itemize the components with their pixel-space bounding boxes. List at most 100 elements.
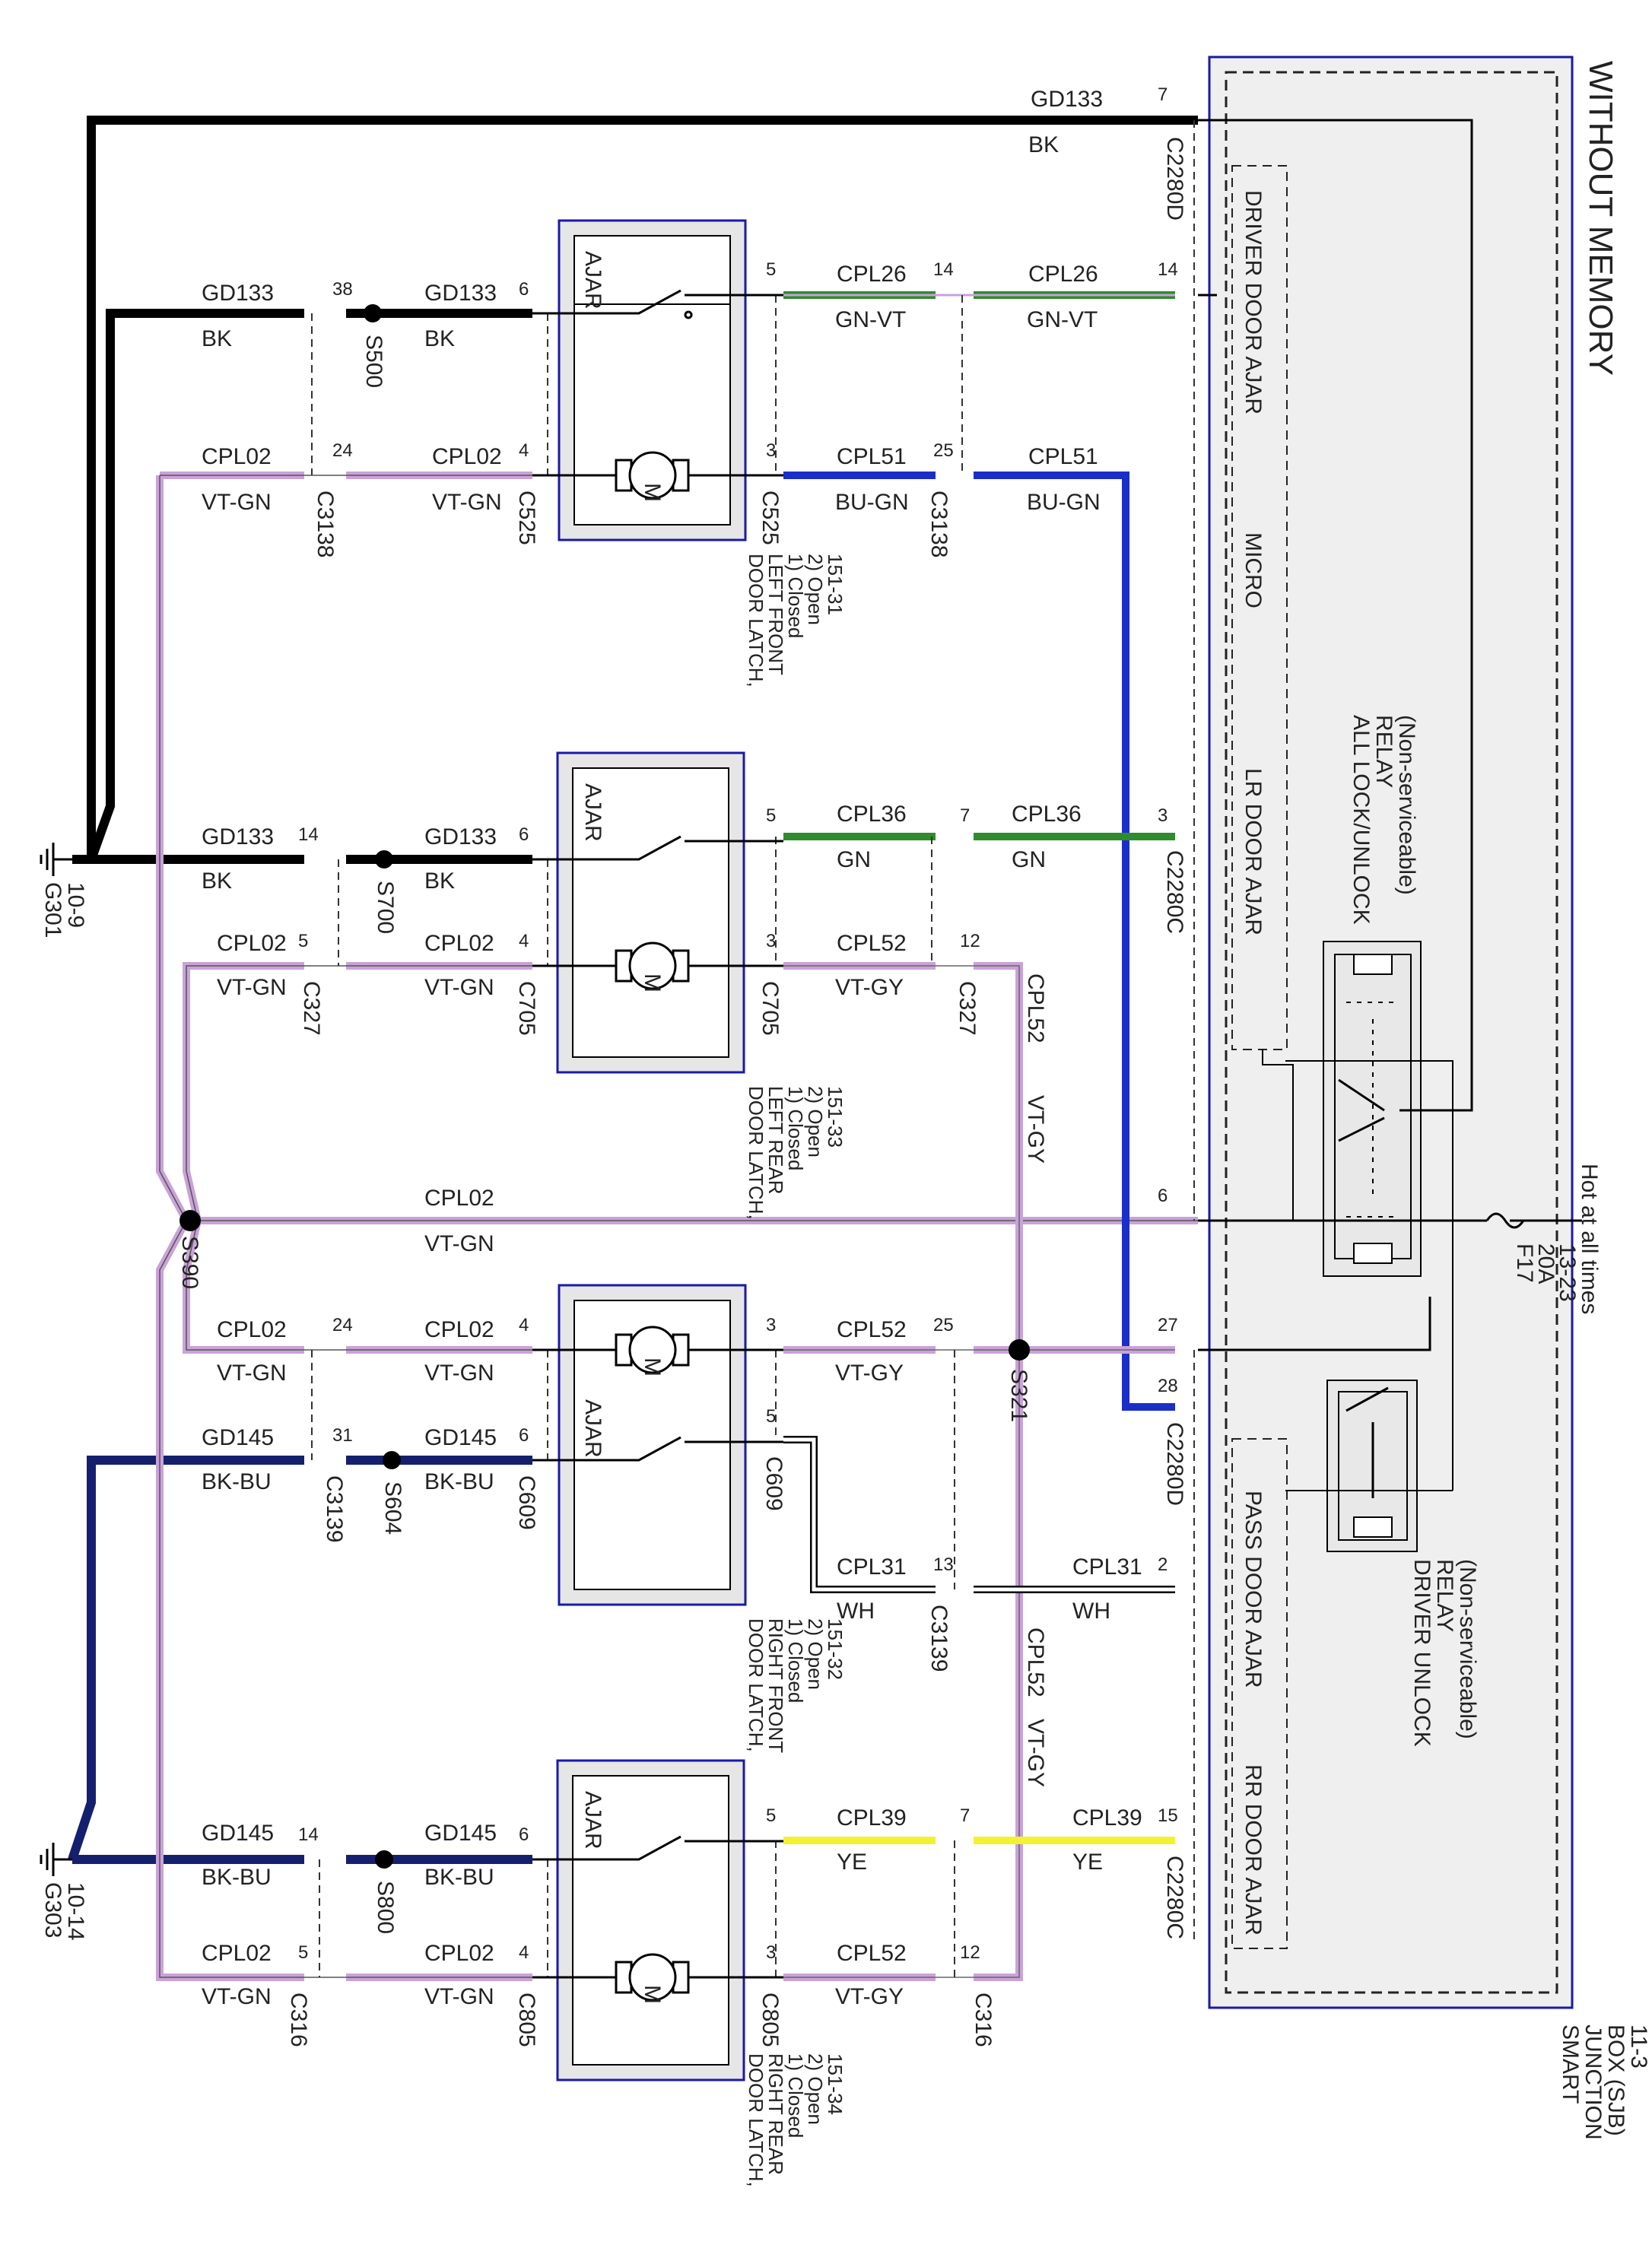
svg-text:14: 14: [1158, 259, 1178, 280]
connector-label: C525: [514, 491, 539, 545]
wire-color: BK: [1028, 132, 1059, 157]
wire-color: BK-BU: [202, 1865, 272, 1890]
wire-circuit: CPL02: [217, 1317, 287, 1342]
latch-rr-opt2: 2) Open: [804, 2053, 827, 2125]
motor-label: M: [640, 973, 665, 992]
connector-label: C609: [761, 1456, 786, 1511]
wire-color: VT-GY: [1023, 1095, 1048, 1164]
latch-lf-ref: 151-31: [824, 554, 847, 615]
wire-color: VT-GN: [217, 1361, 287, 1386]
svg-text:5: 5: [766, 1406, 776, 1427]
splice-label: S321: [1006, 1369, 1031, 1422]
label-pass-door-ajar: PASS DOOR AJAR: [1241, 1491, 1266, 1688]
diagram-title: WITHOUT MEMORY: [1582, 61, 1619, 376]
latch-rf-line2: RIGHT FRONT: [764, 1618, 787, 1753]
connector-label: C3139: [322, 1475, 347, 1542]
svg-text:3: 3: [1158, 805, 1168, 826]
latch-rr-line1: DOOR LATCH,: [745, 2053, 767, 2187]
relay-driver-unlock-l2: RELAY: [1432, 1559, 1457, 1632]
wire-color: VT-GN: [424, 1984, 494, 2009]
wire-color: VT-GN: [424, 1361, 494, 1386]
wire-circuit: CPL52: [1023, 973, 1048, 1043]
relay-driver-unlock-inner: [1338, 1391, 1408, 1541]
wire-color: GN: [837, 847, 871, 872]
svg-text:5: 5: [298, 931, 308, 951]
svg-text:31: 31: [332, 1425, 353, 1446]
wire-circuit: CPL52: [837, 931, 907, 956]
svg-text:3: 3: [766, 931, 776, 951]
wire-cpl31: [783, 1436, 1175, 1593]
latch-rr-ref: 151-34: [824, 2053, 847, 2115]
svg-text:5: 5: [766, 805, 776, 826]
svg-text:14: 14: [933, 259, 954, 280]
connector-label: C805: [758, 1993, 783, 2047]
sjb-wire-gd133: [1198, 119, 1473, 1112]
sjb-inner-dashed: [1225, 71, 1558, 1994]
svg-text:3: 3: [766, 1315, 776, 1335]
wire-circuit: CPL52: [837, 1941, 907, 1966]
sjb-wire: [1262, 1049, 1294, 1221]
latch-lf-opt1: 1) Closed: [784, 554, 807, 638]
ground-g301-id: G301: [40, 882, 65, 938]
splice-label: S700: [373, 881, 398, 934]
wire-color: VT-GN: [217, 975, 287, 1000]
connector-label: C2280C: [1162, 1856, 1187, 1939]
wire-gd133-s500: [87, 309, 304, 862]
sjb-pass-micro-box: [1231, 1438, 1288, 1949]
motor-icon: [532, 451, 783, 2002]
svg-text:13: 13: [933, 1554, 954, 1575]
fuse-icon: [1485, 1212, 1525, 1229]
svg-text:6: 6: [519, 1425, 529, 1446]
latch-left-rear: [556, 751, 745, 1074]
wire-circuit: CPL52: [1023, 1627, 1048, 1697]
ajar-label: AJAR: [580, 783, 605, 842]
fuse-id: F17: [1512, 1243, 1537, 1283]
splice-dot: [179, 1210, 201, 1231]
latch-left-front: [558, 219, 747, 541]
svg-text:7: 7: [960, 805, 970, 826]
relay-driver-unlock-l1: DRIVER UNLOCK: [1409, 1559, 1434, 1747]
ajar-label: AJAR: [580, 1791, 605, 1850]
sjb-label-1: SMART: [1558, 2024, 1583, 2104]
wire-color: VT-GY: [835, 1361, 904, 1386]
motor-label: M: [640, 483, 665, 502]
latch-lf-opt2: 2) Open: [804, 554, 827, 625]
latch-right-front: [558, 1284, 747, 1606]
wire-color: GN: [1012, 847, 1046, 872]
svg-text:5: 5: [766, 1805, 776, 1826]
splice-label: S500: [361, 335, 386, 388]
wire-circuit: CPL26: [837, 262, 907, 287]
wire-cpl51: [783, 472, 1175, 1411]
wire-color: BK: [424, 868, 455, 894]
wire-color: VT-GY: [835, 1984, 904, 2009]
wire-labels: GD133 BK GD133 BK GD133 BK CPL26 GN-VT C…: [202, 87, 1142, 2009]
svg-text:4: 4: [519, 1942, 529, 1963]
sjb-micro-box: [1231, 165, 1288, 1050]
latch-lr-opt2: 2) Open: [804, 1086, 827, 1157]
relay-coil-icon: [1353, 954, 1393, 975]
wire-circuit: CPL51: [837, 444, 907, 469]
latch-lr-line2: LEFT REAR: [764, 1086, 787, 1195]
svg-text:3: 3: [766, 1942, 776, 1963]
svg-text:12: 12: [960, 931, 980, 951]
wire-color: BK: [202, 868, 232, 894]
svg-text:4: 4: [519, 931, 529, 951]
svg-text:24: 24: [332, 1315, 353, 1335]
wire-color: VT-GN: [202, 1984, 272, 2009]
splice-dot: [383, 1451, 401, 1469]
connector-label: C805: [514, 1993, 539, 2047]
svg-text:25: 25: [933, 440, 954, 461]
wire-color: GN-VT: [1027, 307, 1098, 332]
connector-label: C3139: [926, 1605, 951, 1672]
wire-color: WH: [1072, 1599, 1110, 1624]
splice-dot: [364, 304, 382, 322]
wire-circuit: GD145: [202, 1425, 274, 1450]
wire-color: BU-GN: [835, 490, 909, 515]
wire-circuit: GD145: [424, 1821, 497, 1846]
sjb-ref-1: 11-3: [1626, 2024, 1651, 2069]
svg-text:38: 38: [332, 279, 353, 300]
svg-text:25: 25: [933, 1315, 954, 1335]
wire-circuit: CPL39: [1072, 1805, 1142, 1831]
